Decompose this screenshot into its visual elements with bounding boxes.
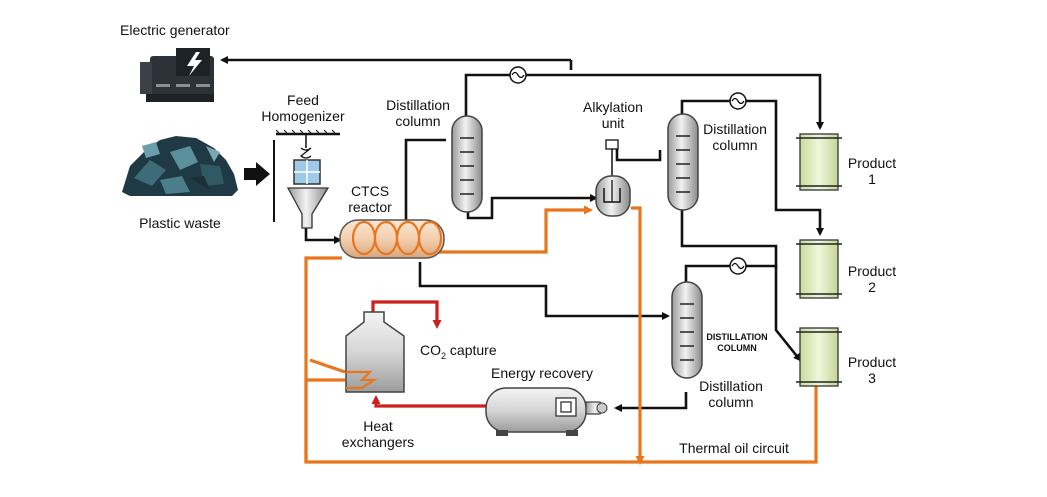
- label-ctcs-1: CTCS: [351, 183, 389, 199]
- label-feed-homogenizer-1: Feed: [287, 92, 319, 108]
- label-distillation-1-b: column: [395, 113, 440, 129]
- label-energy-recovery: Energy recovery: [491, 365, 593, 381]
- cooler-icon: [509, 66, 527, 84]
- label-distillation-1-a: Distillation: [386, 97, 450, 113]
- label-product-1-b: 1: [868, 171, 876, 187]
- label-ctcs-2: reactor: [348, 199, 392, 215]
- process-pipes: [220, 56, 824, 412]
- co2-suffix: capture: [446, 342, 497, 358]
- product-tank-3: [796, 327, 842, 387]
- label-product-3-b: 3: [868, 370, 876, 386]
- co2-subscript: 2: [441, 351, 446, 361]
- cooler-icon: [729, 92, 747, 110]
- product-tank-1: [796, 133, 842, 191]
- product-tank-2: [796, 239, 842, 299]
- co2-prefix: CO: [420, 342, 441, 358]
- feed-arrow-icon: [244, 162, 270, 186]
- label-plastic-waste: Plastic waste: [139, 215, 221, 231]
- label-alkylation-1: Alkylation: [583, 99, 643, 115]
- flue-gas-lines: [371, 300, 486, 408]
- label-electric-generator: Electric generator: [120, 22, 230, 38]
- label-distillation-2-a: Distillation: [703, 121, 767, 137]
- label-heat-exchangers-2: exchangers: [342, 434, 414, 450]
- thermal-oil-circuit: [304, 205, 818, 465]
- energy-recovery-unit: [485, 387, 608, 436]
- alkylation-unit: [595, 139, 631, 217]
- label-distillation-2-b: column: [712, 137, 757, 153]
- label-thermal-oil-circuit: Thermal oil circuit: [679, 440, 789, 456]
- label-product-2-a: Product: [848, 263, 896, 279]
- label-product-2-b: 2: [868, 279, 876, 295]
- ctcs-reactor: [339, 219, 445, 259]
- label-alkylation-2: unit: [602, 115, 625, 131]
- label-heat-exchangers-1: Heat: [363, 418, 393, 434]
- electric-generator-icon: [140, 48, 214, 102]
- label-product-3-a: Product: [848, 354, 896, 370]
- label-product-1-a: Product: [848, 155, 896, 171]
- label-distillation-3-a: Distillation: [699, 378, 763, 394]
- label-feed-homogenizer-2: Homogenizer: [261, 108, 345, 124]
- label-distillation-3-tag-a: DISTILLATION: [706, 332, 767, 342]
- cooler-icon: [729, 257, 747, 275]
- label-distillation-3-tag-b: COLUMN: [717, 343, 757, 353]
- feed-homogenizer: [273, 129, 340, 229]
- heat-exchanger-furnace: [345, 311, 405, 393]
- distillation-column-3: [671, 281, 703, 379]
- plastic-waste-icon: [122, 136, 238, 196]
- distillation-column-2: [667, 113, 699, 211]
- label-co2-capture: CO2 capture: [420, 342, 497, 361]
- label-distillation-3-b: column: [708, 394, 753, 410]
- distillation-column-1: [451, 115, 483, 213]
